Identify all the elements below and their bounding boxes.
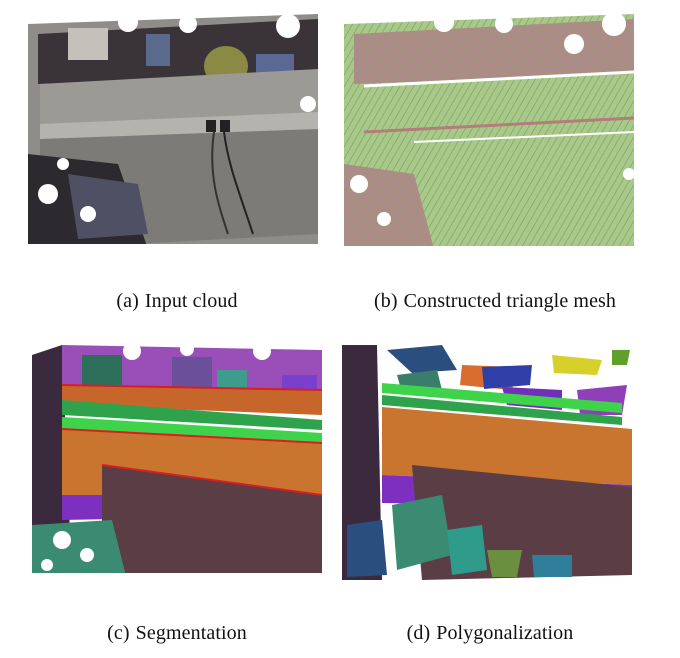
panel-c-segmentation-image xyxy=(32,345,322,580)
caption-a-tag: (a) xyxy=(116,290,139,312)
caption-c-text: Segmentation xyxy=(135,622,247,644)
panel-d-polygonalization-image xyxy=(342,345,632,580)
caption-b: (b)Constructed triangle mesh xyxy=(350,290,640,313)
caption-a-text: Input cloud xyxy=(144,290,238,312)
caption-c-tag: (c) xyxy=(107,622,130,644)
caption-d-text: Polygonalization xyxy=(436,622,574,644)
caption-a: (a)Input cloud xyxy=(92,290,262,313)
caption-d-tag: (d) xyxy=(406,622,431,644)
panel-b-triangle-mesh-image xyxy=(344,14,634,254)
panel-a-input-cloud-image xyxy=(28,14,318,254)
caption-b-text: Constructed triangle mesh xyxy=(403,290,617,312)
caption-b-tag: (b) xyxy=(373,290,398,312)
caption-d: (d)Polygonalization xyxy=(380,622,600,645)
caption-c: (c)Segmentation xyxy=(92,622,262,645)
